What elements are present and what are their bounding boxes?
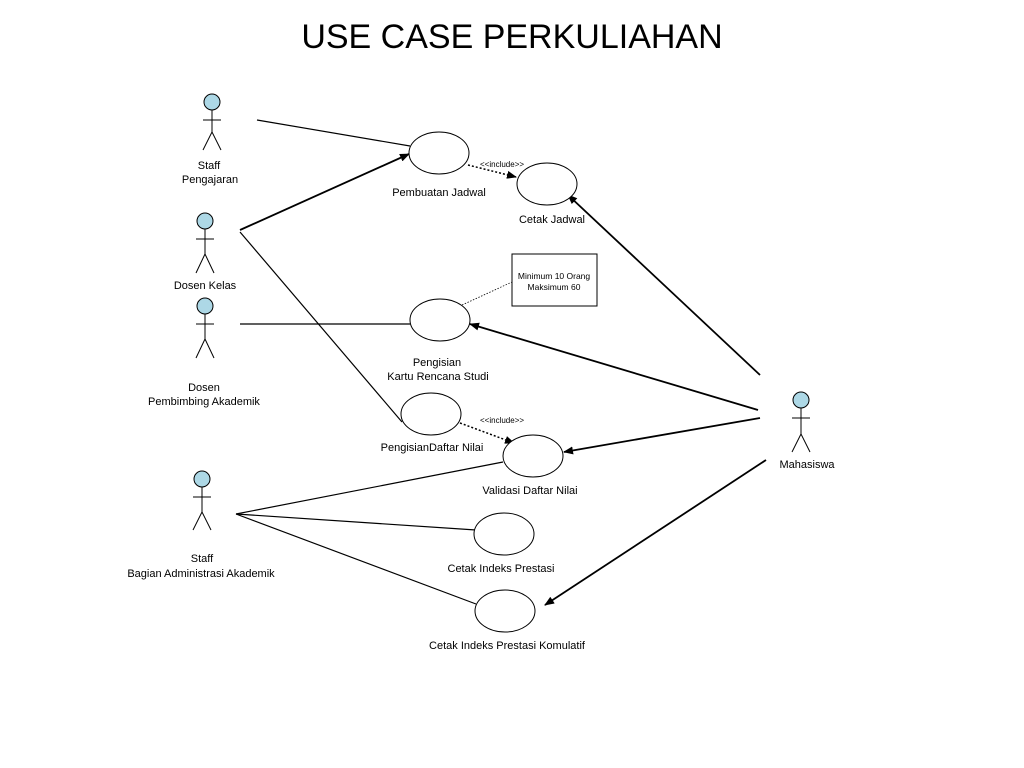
use-case-label: Validasi Daftar Nilai xyxy=(482,485,577,497)
use-case-label: Cetak Indeks Prestasi xyxy=(448,563,555,575)
use-case-label: Cetak Jadwal xyxy=(519,214,585,226)
assoc-staff-pengajaran-pembuatan-jadwal xyxy=(256,119,411,147)
actor-label: Bagian Administrasi Akademik xyxy=(127,568,275,580)
note-connector xyxy=(461,281,513,306)
use-case-label: Cetak Indeks Prestasi Komulatif xyxy=(429,640,586,652)
assoc-dosen-kelas-pembuatan-jadwal xyxy=(239,153,410,231)
include-label-2: <<include>> xyxy=(480,416,524,425)
use-case-cetak-ip: Cetak Indeks Prestasi xyxy=(448,512,555,575)
note-box: Minimum 10 Orang Maksimum 60 xyxy=(511,253,598,307)
assoc-mahasiswa-validasi-daftar-nilai xyxy=(563,417,761,455)
actor-label: Mahasiswa xyxy=(779,459,835,471)
actor-label: Staff xyxy=(191,553,214,565)
assoc-staff-baak-cetak-ipk xyxy=(235,513,477,605)
use-case-cetak-ipk: Cetak Indeks Prestasi Komulatif xyxy=(429,589,586,652)
include-line-2 xyxy=(459,422,515,444)
use-case-label: PengisianDaftar Nilai xyxy=(381,442,484,454)
include-relations xyxy=(459,164,517,444)
actor-head xyxy=(193,470,211,488)
include-label-1: <<include>> xyxy=(480,160,524,169)
note-line-2: Maksimum 60 xyxy=(528,282,581,292)
use-case-label: Kartu Rencana Studi xyxy=(387,371,489,383)
actor-label: Staff xyxy=(198,160,221,172)
actor-dosen-kelas xyxy=(195,212,215,274)
use-case-pengisian-daftar-nilai: PengisianDaftar Nilai xyxy=(381,392,484,454)
use-case-label: Pengisian xyxy=(413,357,461,369)
use-case-pengisian-krs: Pengisian Kartu Rencana Studi xyxy=(387,298,489,383)
assoc-mahasiswa-pengisian-krs xyxy=(469,322,759,411)
actor-head xyxy=(196,297,214,315)
actor-head xyxy=(203,93,221,111)
assoc-mahasiswa-cetak-jadwal xyxy=(567,194,761,376)
actor-dosen-pembimbing-akademik xyxy=(195,297,215,359)
use-case-validasi-daftar-nilai: Validasi Daftar Nilai xyxy=(482,434,578,497)
assoc-staff-baak-cetak-ip xyxy=(235,513,477,531)
assoc-mahasiswa-cetak-ipk xyxy=(544,459,767,606)
actor-label: Pembimbing Akademik xyxy=(148,396,260,408)
actor-staff-pengajaran xyxy=(202,93,222,151)
note-line-1: Minimum 10 Orang xyxy=(518,271,591,281)
assoc-staff-baak-validasi-daftar-nilai xyxy=(235,461,504,515)
associations xyxy=(235,119,767,606)
use-case-label: Pembuatan Jadwal xyxy=(392,187,486,199)
actor-head xyxy=(196,212,214,230)
assoc-dosen-kelas-pengisian-daftar-nilai xyxy=(239,231,403,423)
actor-label: Dosen xyxy=(188,382,220,394)
actor-label: Pengajaran xyxy=(182,174,238,186)
use-case-cetak-jadwal: Cetak Jadwal xyxy=(516,162,585,226)
actor-staff-baak xyxy=(192,470,212,531)
actor-label: Dosen Kelas xyxy=(174,280,237,292)
actor-head xyxy=(792,391,810,409)
include-line-1 xyxy=(467,164,517,179)
actor-mahasiswa xyxy=(791,391,811,453)
use-case-pembuatan-jadwal: Pembuatan Jadwal xyxy=(392,131,486,199)
diagram-title: USE CASE PERKULIAHAN xyxy=(301,18,723,56)
